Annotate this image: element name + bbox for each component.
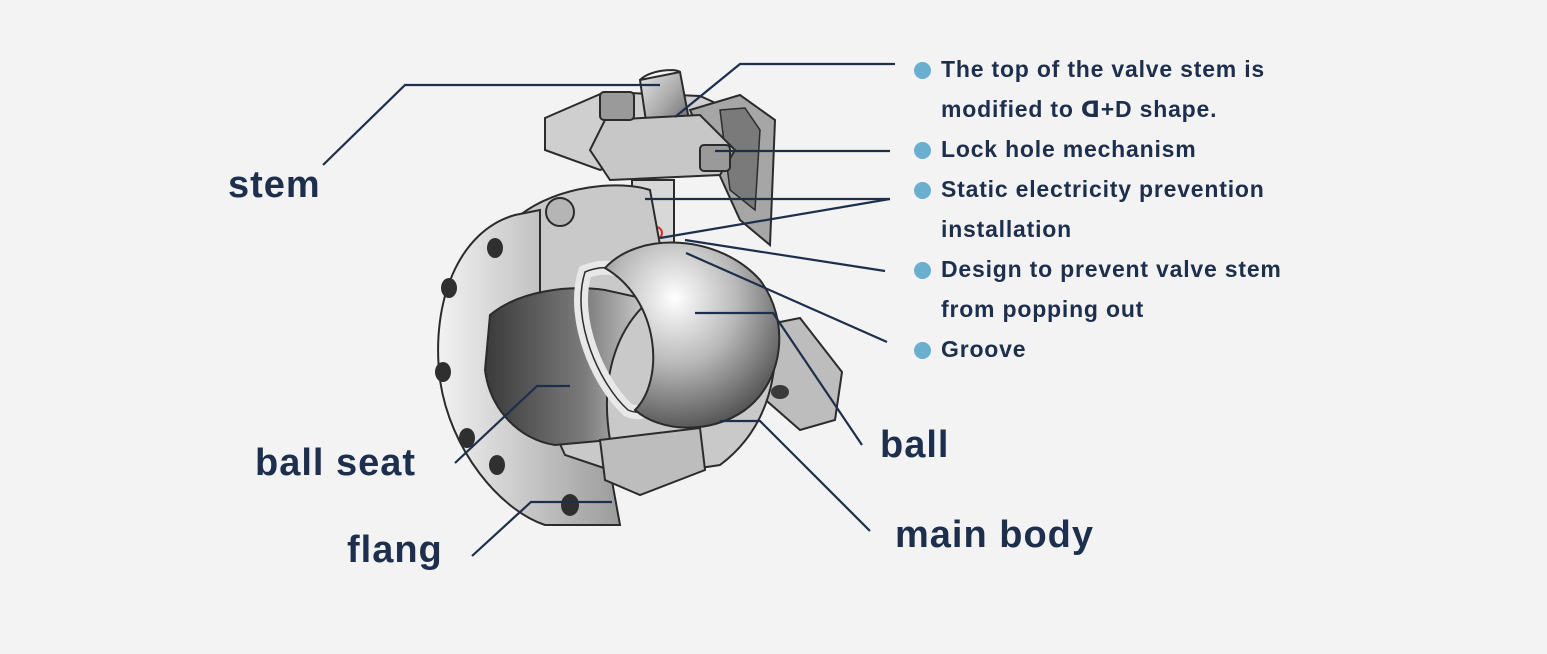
feature-line: Groove (941, 336, 1027, 362)
leader-pop-out (684, 238, 886, 273)
bullet-icon (914, 142, 931, 159)
label-flang: flang (347, 529, 443, 571)
label-main-body: main body (895, 514, 1095, 556)
feature-line: Static electricity prevention (941, 176, 1265, 202)
leader-stem-top (674, 62, 895, 118)
bullet-icon (914, 342, 931, 359)
leader-flang (471, 500, 612, 557)
leader-lines (322, 62, 895, 557)
label-stem: stem (228, 164, 321, 206)
bullet-icon (914, 62, 931, 79)
feature-line: Lock hole mechanism (941, 136, 1197, 162)
feature-line: The top of the valve stem is (941, 56, 1266, 82)
bolts (545, 197, 707, 497)
feature-line: installation (941, 216, 1073, 242)
leader-stem (322, 83, 660, 166)
label-ball-seat: ball seat (255, 442, 417, 484)
leader-static-lower (659, 197, 891, 240)
leader-ball (695, 311, 863, 446)
feature-line: Design to prevent valve stem (941, 256, 1282, 282)
leader-main-body (720, 419, 871, 532)
feature-line: modified to ᗡ+D shape. (941, 96, 1218, 122)
valve-bore (483, 287, 653, 447)
feature-line: from popping out (941, 296, 1145, 322)
leader-ball-seat (454, 384, 570, 464)
leader-groove (685, 251, 888, 344)
bullet-icon (914, 262, 931, 279)
label-ball: ball (880, 424, 950, 466)
bullet-icon (914, 182, 931, 199)
ball-shape (603, 241, 781, 429)
